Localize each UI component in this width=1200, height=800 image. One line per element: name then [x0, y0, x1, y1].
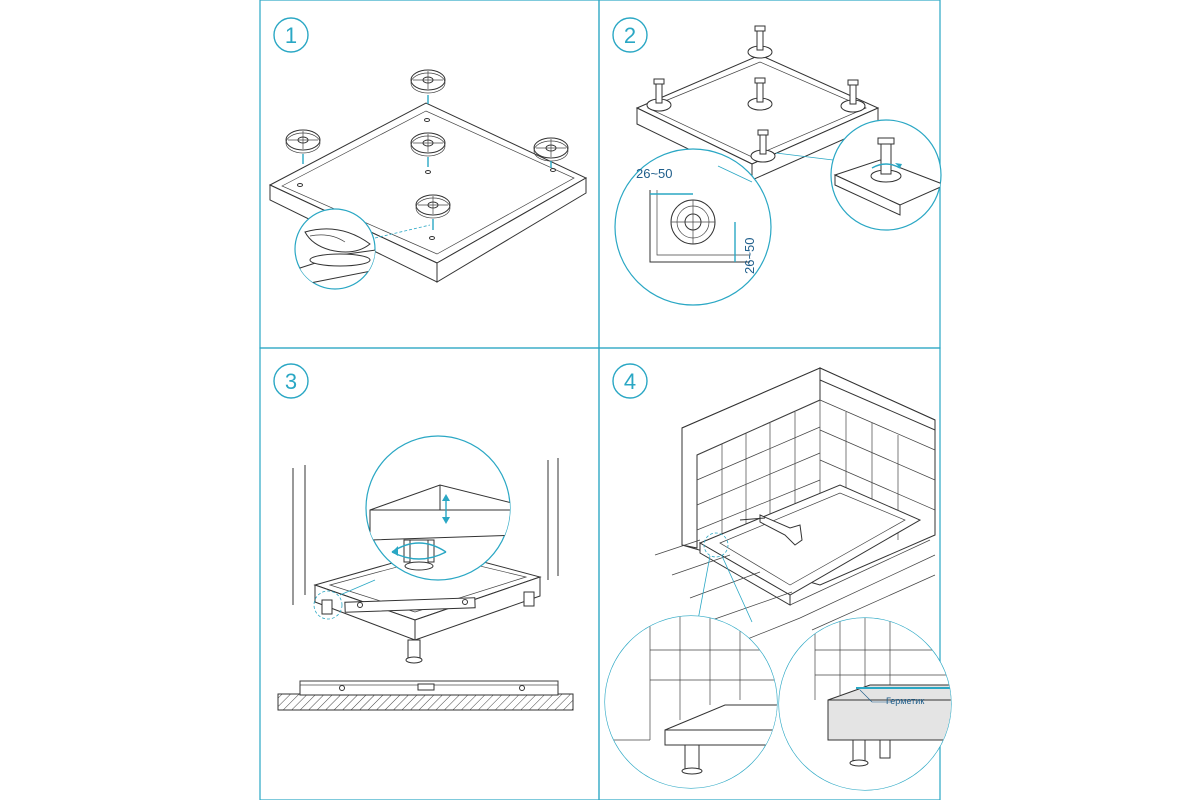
- step-number-2: 2: [624, 23, 636, 48]
- step-badge-4: 4: [612, 363, 648, 399]
- rotate-arrow-icon: [871, 163, 901, 169]
- step-badge-3: 3: [273, 363, 309, 399]
- step-number-4: 4: [624, 369, 636, 394]
- sealant-gun-icon: [759, 514, 803, 546]
- step-number-1: 1: [285, 23, 297, 48]
- panel-grid: [259, 0, 941, 800]
- panel-4-frame: [598, 347, 941, 800]
- adjustable-leg-icon: [646, 25, 866, 163]
- down-arrow-icon: [302, 95, 552, 230]
- panel-1-illustration: [268, 69, 588, 290]
- dimension-horizontal: 26~50: [636, 166, 673, 181]
- step-badge-1: 1: [273, 17, 309, 53]
- panel-3-illustration: [277, 435, 574, 711]
- spirit-level: [344, 597, 476, 613]
- panel-4-illustration: Герметик: [604, 367, 952, 791]
- dimension-vertical: 26~50: [742, 237, 757, 274]
- level-cross-section: [277, 680, 574, 711]
- sealant-label: Герметик: [886, 696, 924, 706]
- panel-2-illustration: 26~50 26~50: [614, 25, 942, 306]
- step-badge-2: 2: [612, 17, 648, 53]
- step-number-3: 3: [285, 369, 297, 394]
